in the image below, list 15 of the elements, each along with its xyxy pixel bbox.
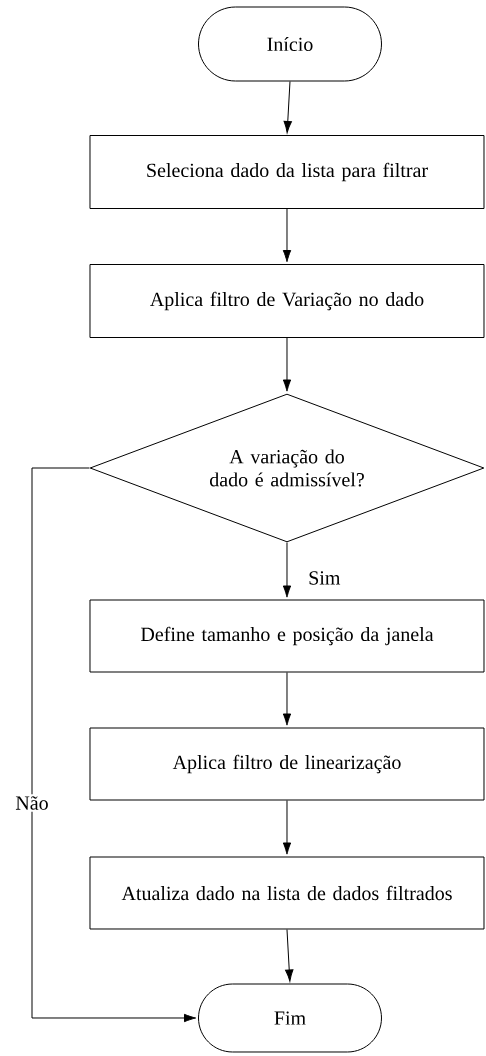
arrow: [282, 542, 292, 598]
arrow: [282, 337, 292, 392]
arrow: [282, 672, 292, 726]
process-box: Atualiza dado na lista de dados filtrados: [89, 856, 485, 930]
process-box: Aplica filtro de Variação no dado: [89, 264, 485, 338]
process-box: Define tamanho e posição da janela: [89, 599, 485, 673]
arrow: [285, 929, 294, 982]
arrow: [282, 208, 292, 263]
edge-label: Sim: [306, 569, 343, 587]
arrow: [31, 467, 197, 1023]
arrow: [283, 81, 292, 134]
edge-label: Não: [13, 794, 51, 812]
arrow: [282, 800, 292, 855]
process-box: Aplica filtro de linearização: [89, 727, 485, 801]
process-box: Seleciona dado da lista para filtrar: [89, 135, 485, 209]
